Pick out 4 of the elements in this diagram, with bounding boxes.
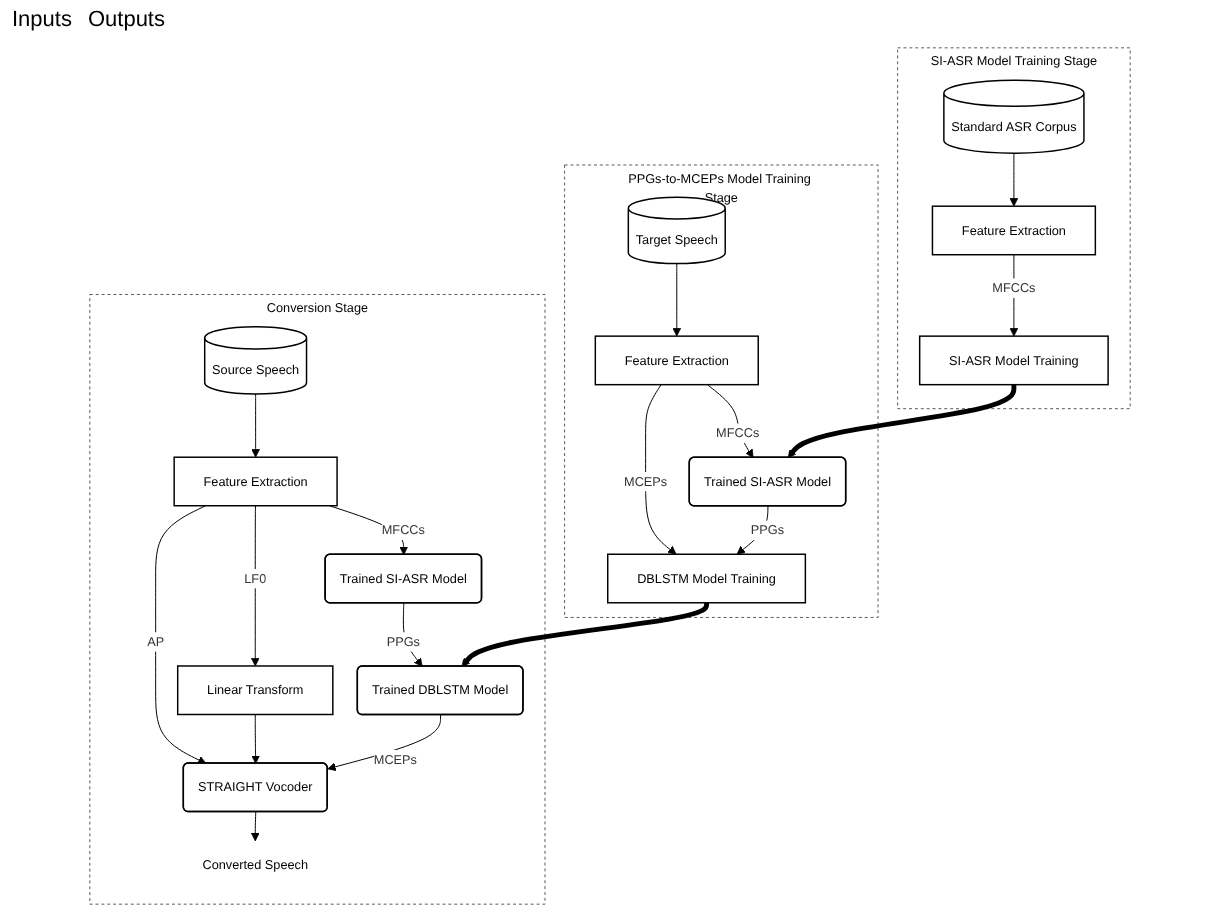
arrow xyxy=(460,602,708,667)
note-text: Inputs xyxy=(12,8,72,32)
note-text: Outputs xyxy=(87,8,165,32)
arrow xyxy=(786,384,1016,459)
